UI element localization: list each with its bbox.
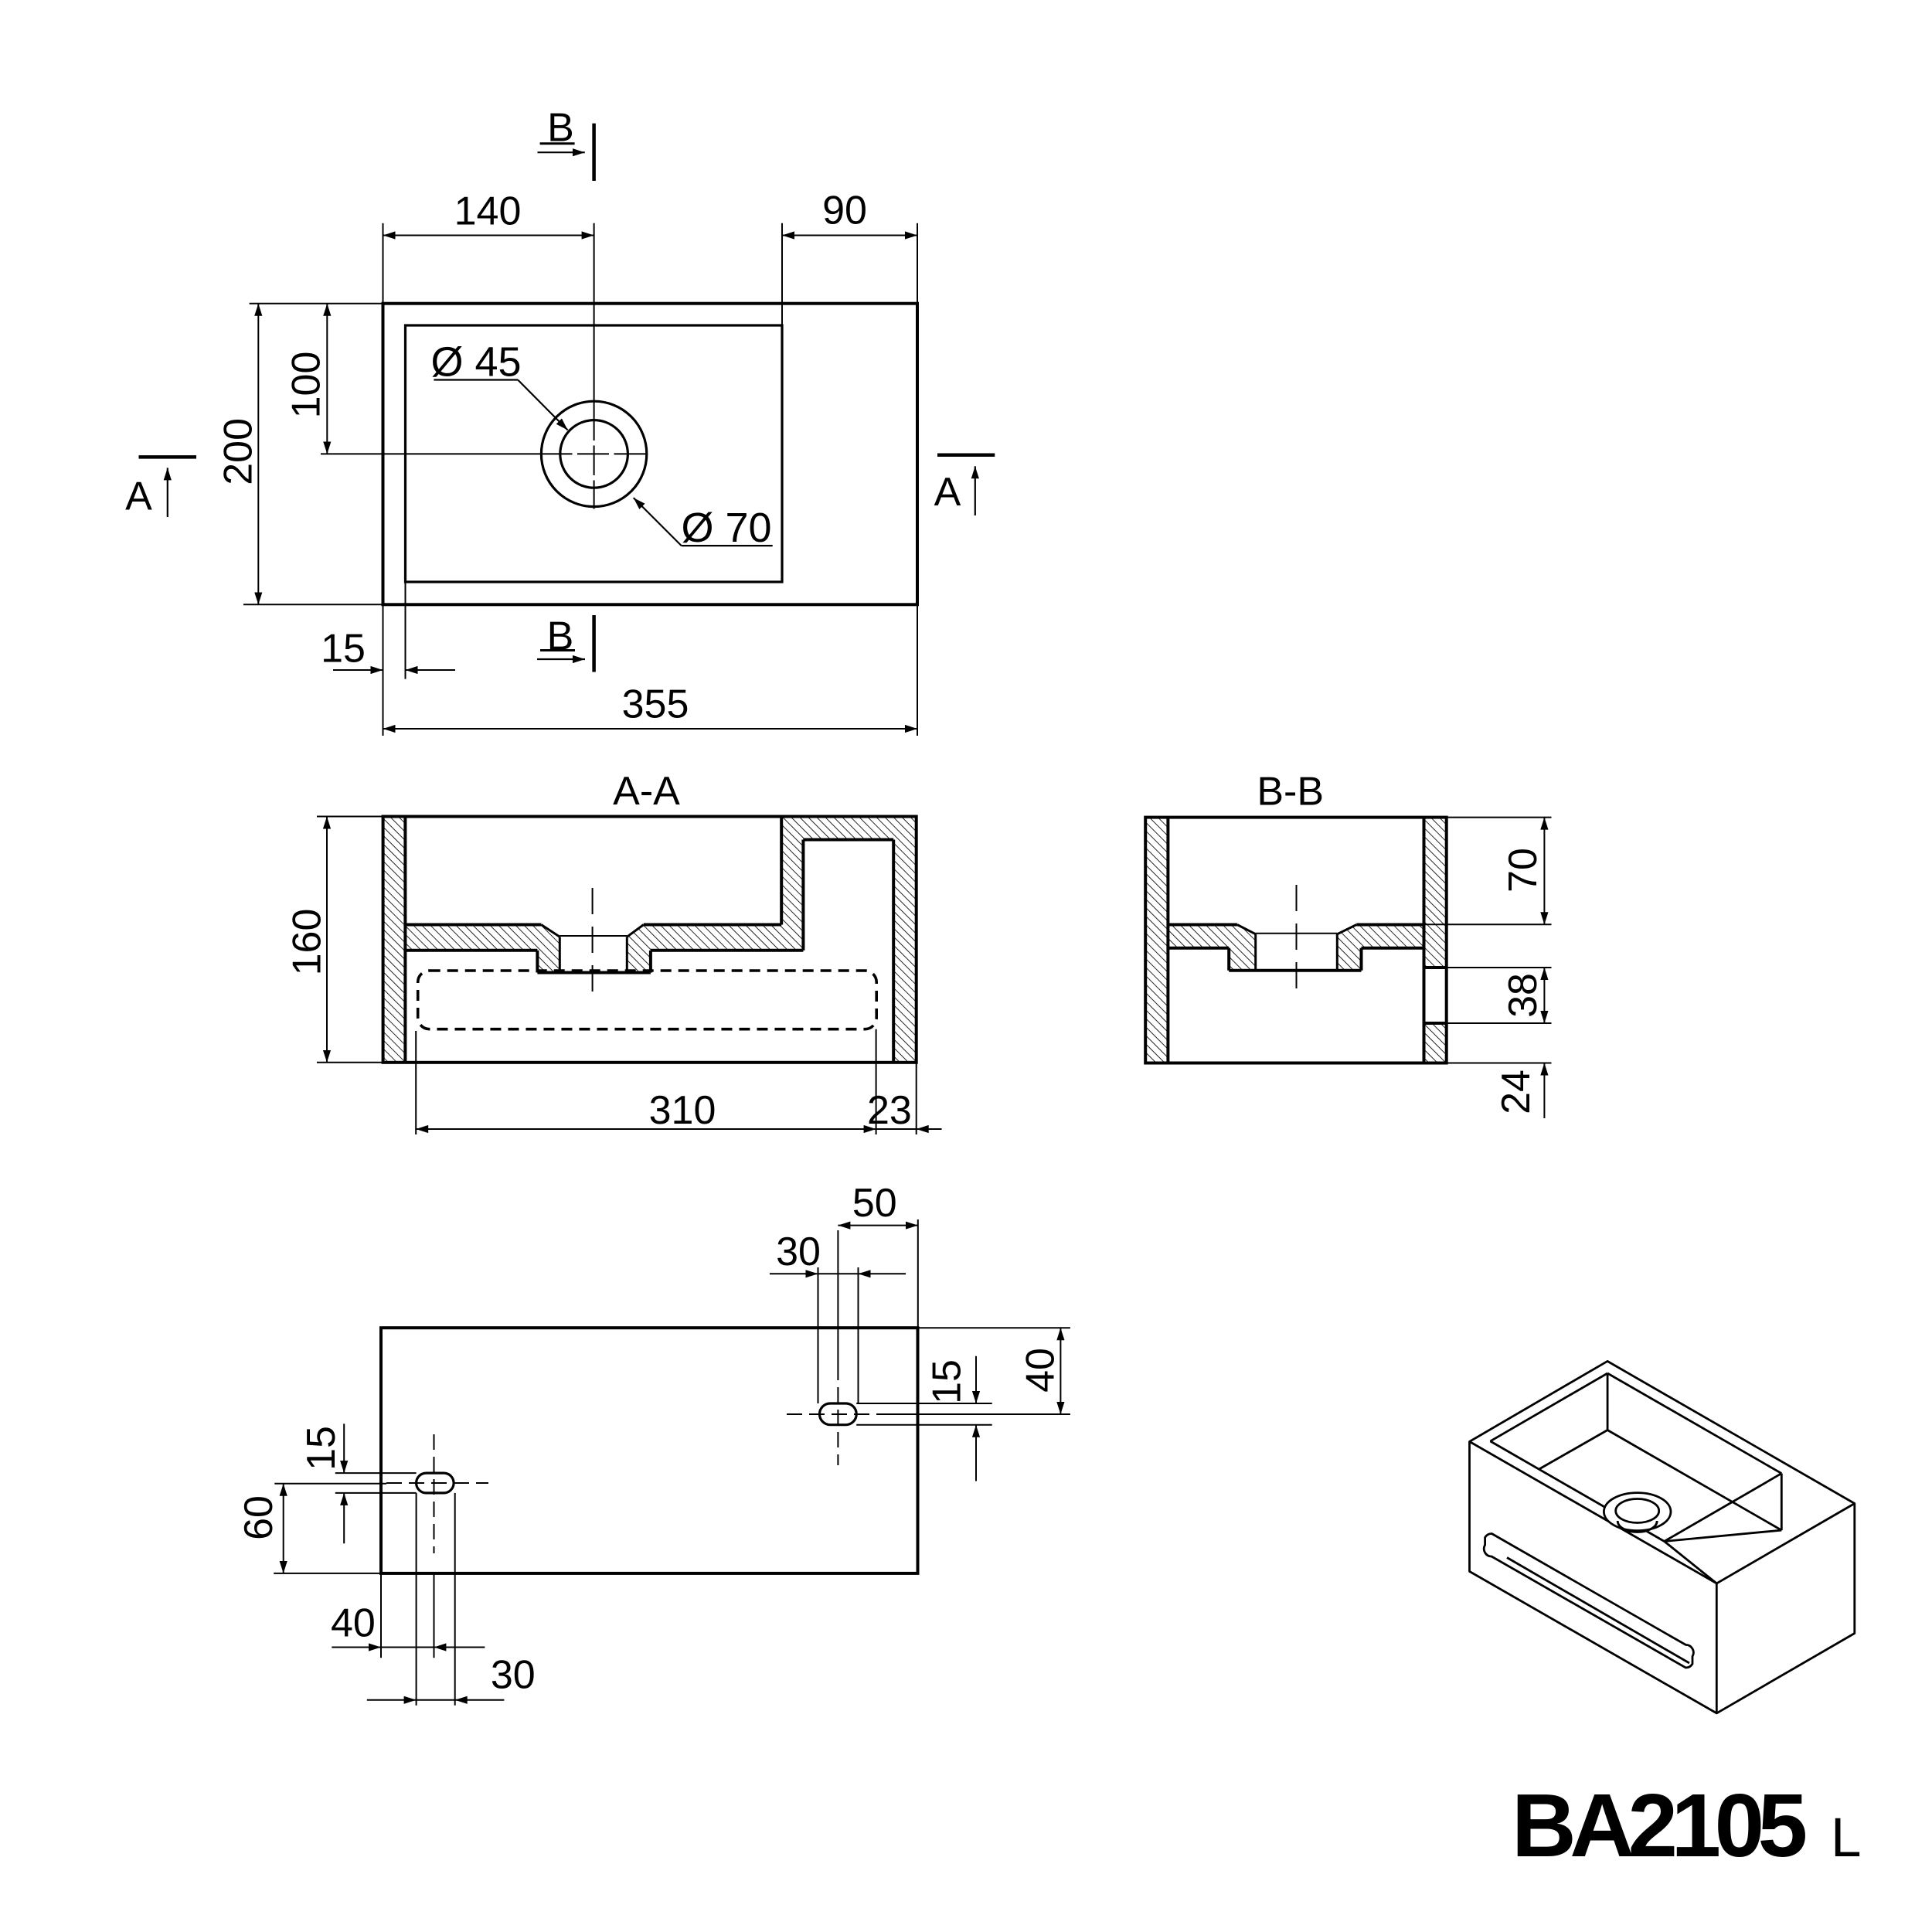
svg-text:A: A: [934, 470, 961, 515]
svg-text:15: 15: [321, 627, 366, 672]
svg-text:60: 60: [236, 1495, 281, 1540]
svg-text:BA2105: BA2105: [1512, 1775, 1806, 1876]
svg-text:B-B: B-B: [1257, 770, 1324, 815]
svg-text:Ø 45: Ø 45: [430, 339, 521, 386]
svg-text:23: 23: [867, 1088, 912, 1133]
svg-text:15: 15: [925, 1359, 970, 1404]
svg-text:50: 50: [852, 1181, 897, 1226]
svg-text:100: 100: [284, 352, 329, 419]
svg-text:140: 140: [454, 189, 522, 234]
svg-text:24: 24: [1494, 1070, 1539, 1114]
svg-text:355: 355: [622, 682, 689, 727]
svg-text:40: 40: [331, 1601, 376, 1646]
svg-text:200: 200: [216, 418, 261, 485]
svg-text:L: L: [1831, 1808, 1862, 1869]
svg-text:Ø 70: Ø 70: [681, 505, 771, 551]
svg-text:90: 90: [822, 189, 867, 233]
svg-text:160: 160: [285, 909, 330, 976]
svg-text:B: B: [547, 614, 574, 659]
svg-text:310: 310: [649, 1088, 716, 1133]
svg-text:38: 38: [1501, 973, 1546, 1018]
svg-text:40: 40: [1019, 1348, 1063, 1393]
svg-text:A-A: A-A: [613, 769, 680, 814]
svg-text:A: A: [125, 474, 152, 519]
svg-text:15: 15: [299, 1426, 344, 1471]
svg-text:70: 70: [1501, 848, 1546, 893]
svg-text:30: 30: [491, 1652, 536, 1697]
svg-text:30: 30: [776, 1230, 821, 1274]
